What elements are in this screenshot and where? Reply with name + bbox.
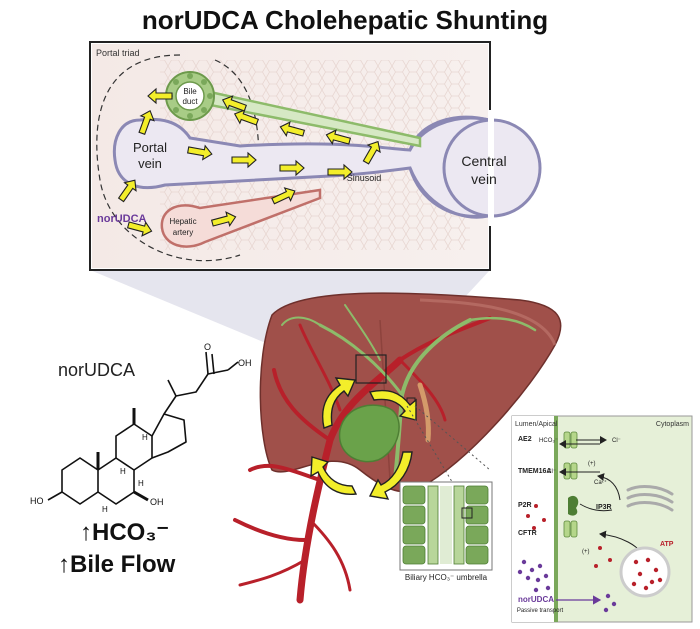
- diagram-title: norUDCA Cholehepatic Shunting: [142, 5, 548, 35]
- p2r-receptor: [568, 495, 579, 516]
- atp-label: ATP: [660, 541, 674, 548]
- portal-triad-inset: Portal triad Bile duct Po: [89, 41, 540, 271]
- cell-drug-label: norUDCA: [518, 595, 554, 604]
- effect-bile-flow: ↑Bile Flow: [58, 551, 176, 578]
- hepatic-artery-label-1: Hepatic: [169, 217, 196, 226]
- molecule-name: norUDCA: [58, 360, 135, 380]
- inset-drug-label: norUDCA: [97, 213, 147, 225]
- umbrella-caption: Biliary HCO₃⁻ umbrella: [405, 573, 488, 582]
- cell-mechanism-panel: Lumen/Apical Cytoplasm AE2 TMEM16A P2R C…: [511, 415, 693, 623]
- molecule-ho-left: HO: [30, 496, 44, 506]
- plus-label-1: (+): [588, 461, 596, 467]
- molecule-carbonyl-o: O: [204, 342, 211, 352]
- cftr-label: CFTR: [518, 530, 537, 537]
- bile-duct-label-1: Bile: [183, 87, 197, 96]
- lumen-label: Lumen/Apical: [515, 421, 558, 428]
- molecule-carboxyl-oh: OH: [238, 358, 252, 368]
- sinusoid-label: Sinusoid: [347, 173, 382, 183]
- passive-transport-label: Passive transport: [517, 608, 564, 614]
- ip3r-label: IP3R: [596, 504, 612, 511]
- ae2-label: AE2: [518, 436, 532, 443]
- plus-label-2: (+): [582, 549, 590, 555]
- liver-zoom-box: [355, 354, 387, 384]
- p2r-label: P2R: [518, 502, 532, 509]
- molecule-h-2: H: [120, 467, 126, 476]
- norudca-structure: [47, 351, 239, 505]
- effect-bicarbonate: ↑HCO₃⁻: [80, 519, 169, 546]
- norudca-molecules: [517, 559, 617, 613]
- hepatic-vessels: [233, 316, 492, 604]
- cl-label-2: Cl⁻: [547, 469, 556, 475]
- molecule-h-1: H: [142, 433, 148, 442]
- molecule-h-3: H: [138, 479, 144, 488]
- liver-organ: [233, 292, 562, 604]
- portal-vein-label-2: vein: [138, 156, 162, 171]
- ca-label: Ca²⁺: [594, 479, 607, 486]
- bile-duct-label-2: duct: [182, 97, 198, 106]
- inset-caption: Portal triad: [96, 48, 140, 58]
- bile-duct: [165, 71, 215, 121]
- portal-vein-label-1: Portal: [133, 140, 167, 155]
- hco3-label: HCO₃⁻: [539, 438, 558, 444]
- hepatic-artery-label-2: artery: [173, 228, 193, 237]
- biliary-umbrella-panel: Biliary HCO₃⁻ umbrella: [399, 481, 493, 582]
- central-vein-label-2: vein: [471, 171, 497, 187]
- cytoplasm-label: Cytoplasm: [656, 421, 689, 428]
- molecule-oh-right: OH: [150, 497, 164, 507]
- molecule-h-4: H: [102, 505, 108, 514]
- atp-vesicle: [619, 546, 671, 598]
- cl-label-1: Cl⁻: [612, 438, 621, 444]
- hepatic-artery: [160, 188, 322, 248]
- tmem16a-label: TMEM16A: [518, 468, 551, 475]
- shunting-cycle-arrows: [310, 377, 417, 500]
- er-icon: [626, 485, 674, 512]
- atp-molecules: [526, 504, 612, 568]
- central-vein-label-1: Central: [461, 153, 506, 169]
- gallbladder: [338, 404, 400, 463]
- portal-triad-boundary: [96, 54, 241, 262]
